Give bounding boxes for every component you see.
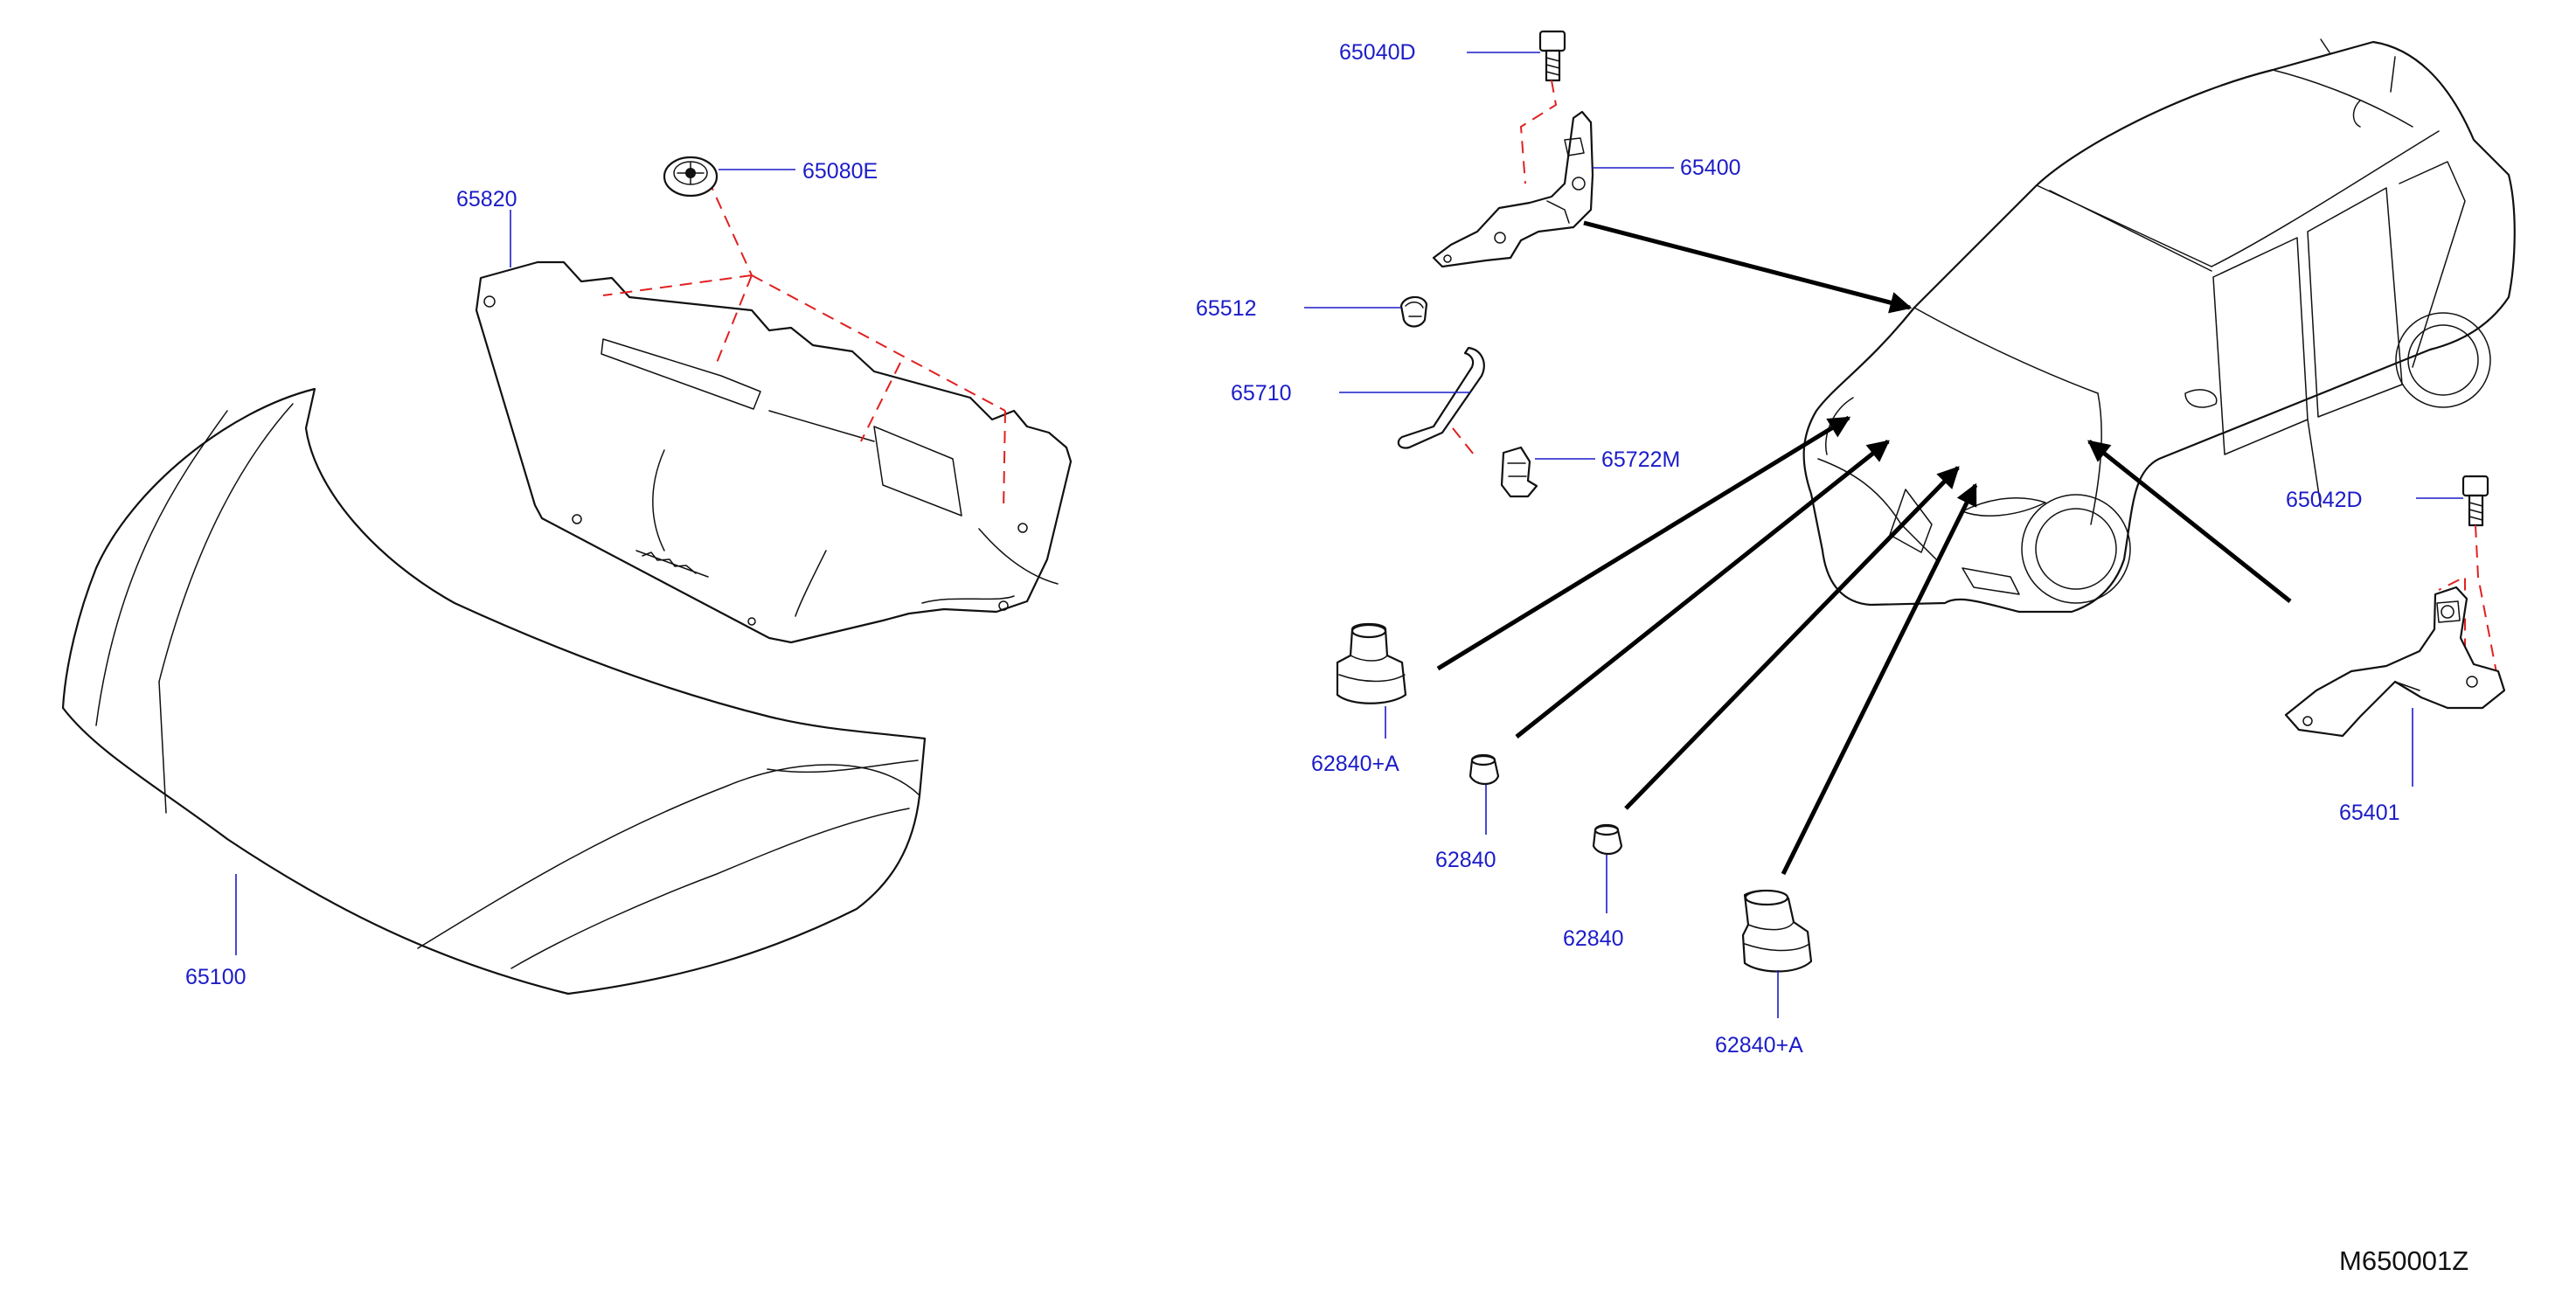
part-number-65040D[interactable]: 65040D: [1339, 40, 1416, 65]
hood-panel[interactable]: [61, 387, 927, 995]
part-number-65722M[interactable]: 65722M: [1601, 447, 1680, 472]
part-number-65042D[interactable]: 65042D: [2286, 488, 2363, 512]
hood-insulator[interactable]: [475, 260, 1073, 644]
hinge-bolt-icon-left[interactable]: [1538, 30, 1566, 82]
diagram-code: M650001Z: [2339, 1245, 2468, 1276]
part-number-65400[interactable]: 65400: [1680, 156, 1741, 180]
insulator-clip-links: [602, 178, 1006, 512]
hood-support-rod[interactable]: [1397, 346, 1485, 460]
rod-grommet-icon[interactable]: [1500, 446, 1538, 498]
part-number-62840-1[interactable]: 62840: [1435, 848, 1496, 872]
hood-hinge-right[interactable]: [2284, 586, 2506, 738]
hood-hinge-left[interactable]: [1432, 110, 1594, 268]
part-number-65401[interactable]: 65401: [2339, 801, 2400, 825]
hood-bumper-small-icon-1[interactable]: [1469, 753, 1500, 786]
part-number-62840-2[interactable]: 62840: [1563, 926, 1624, 951]
leader-lines: [235, 52, 2463, 1018]
part-number-62840A-1[interactable]: 62840+A: [1311, 752, 1399, 776]
part-number-65100[interactable]: 65100: [185, 965, 246, 989]
location-arrows: [1436, 220, 2292, 876]
hinge-bolt-icon-right[interactable]: [2461, 475, 2489, 527]
insulator-clip-icon[interactable]: [663, 156, 719, 198]
part-number-65512[interactable]: 65512: [1196, 296, 1257, 321]
part-number-65710[interactable]: 65710: [1231, 381, 1292, 406]
hood-bumper-small-icon-2[interactable]: [1592, 823, 1623, 856]
hood-rod-clip-icon[interactable]: [1399, 295, 1428, 328]
part-number-65080E[interactable]: 65080E: [802, 159, 878, 184]
hood-bumper-large-icon-1[interactable]: [1336, 622, 1407, 704]
part-number-62840A-2[interactable]: 62840+A: [1715, 1033, 1803, 1058]
bolt-link-left: [1519, 80, 1558, 184]
hood-bumper-large-icon-2[interactable]: [1741, 889, 1813, 973]
part-number-65820[interactable]: 65820: [456, 187, 517, 212]
vehicle-outline: [1802, 38, 2516, 614]
